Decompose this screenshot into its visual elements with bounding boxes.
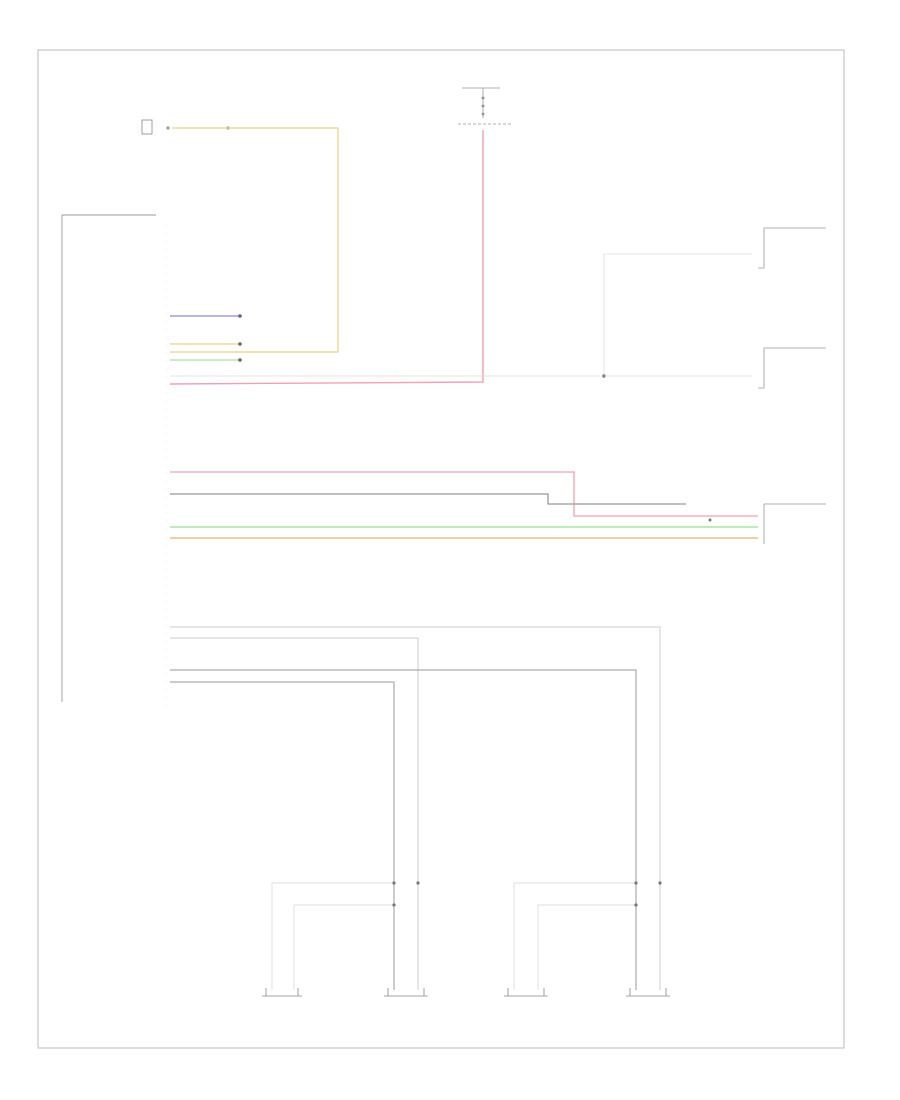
- wire-red-supply: [169, 130, 484, 385]
- wire-yellow: [170, 127, 339, 353]
- speaker-right: [626, 988, 670, 997]
- top-left-device: [141, 119, 230, 135]
- speaker-branches: [271, 830, 662, 990]
- diagram-frame: [37, 49, 845, 1049]
- speaker-rear-left-tweeter: [262, 988, 302, 997]
- speaker-left: [384, 988, 428, 997]
- fuse-box: [458, 87, 512, 125]
- mid-connector: [763, 503, 826, 544]
- radio-pins-upper: [170, 314, 600, 377]
- top-right-block: [602, 227, 826, 389]
- radio-unit: [61, 214, 167, 708]
- speaker-rear-right-tweeter: [504, 988, 548, 997]
- radio-pins-lower: [170, 626, 661, 830]
- radio-pins-middle: [170, 471, 758, 539]
